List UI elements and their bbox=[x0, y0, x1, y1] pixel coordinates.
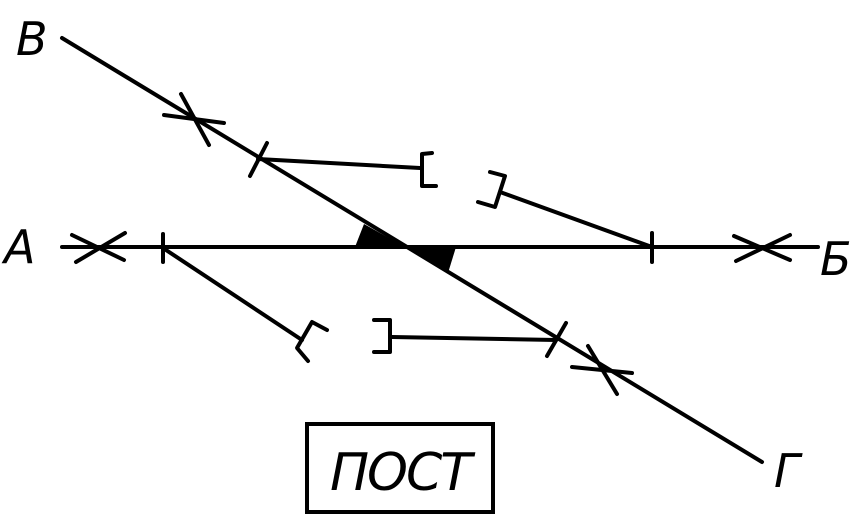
link-lower-left bbox=[161, 246, 304, 342]
bracket-lower-right bbox=[372, 318, 392, 354]
bracket-lower-left bbox=[295, 320, 329, 363]
bracket-upper-right bbox=[476, 170, 507, 209]
cross-marker-g bbox=[570, 344, 634, 396]
cross-marker-a bbox=[70, 231, 127, 264]
link-upper-left bbox=[256, 157, 422, 170]
label-a: А bbox=[1, 220, 35, 274]
post-box bbox=[305, 422, 495, 514]
frog-wedge-right bbox=[405, 247, 456, 273]
label-v: В bbox=[16, 12, 48, 66]
post-label: ПОСТ bbox=[330, 443, 476, 503]
frog-wedge-left bbox=[355, 224, 405, 247]
cross-marker-v bbox=[162, 92, 226, 147]
link-upper-right bbox=[498, 190, 654, 249]
label-g: Г bbox=[774, 444, 803, 498]
cross-marker-b bbox=[732, 233, 792, 263]
bracket-upper-left bbox=[420, 151, 438, 188]
label-b: Б bbox=[820, 232, 852, 286]
link-lower-right bbox=[390, 335, 558, 342]
